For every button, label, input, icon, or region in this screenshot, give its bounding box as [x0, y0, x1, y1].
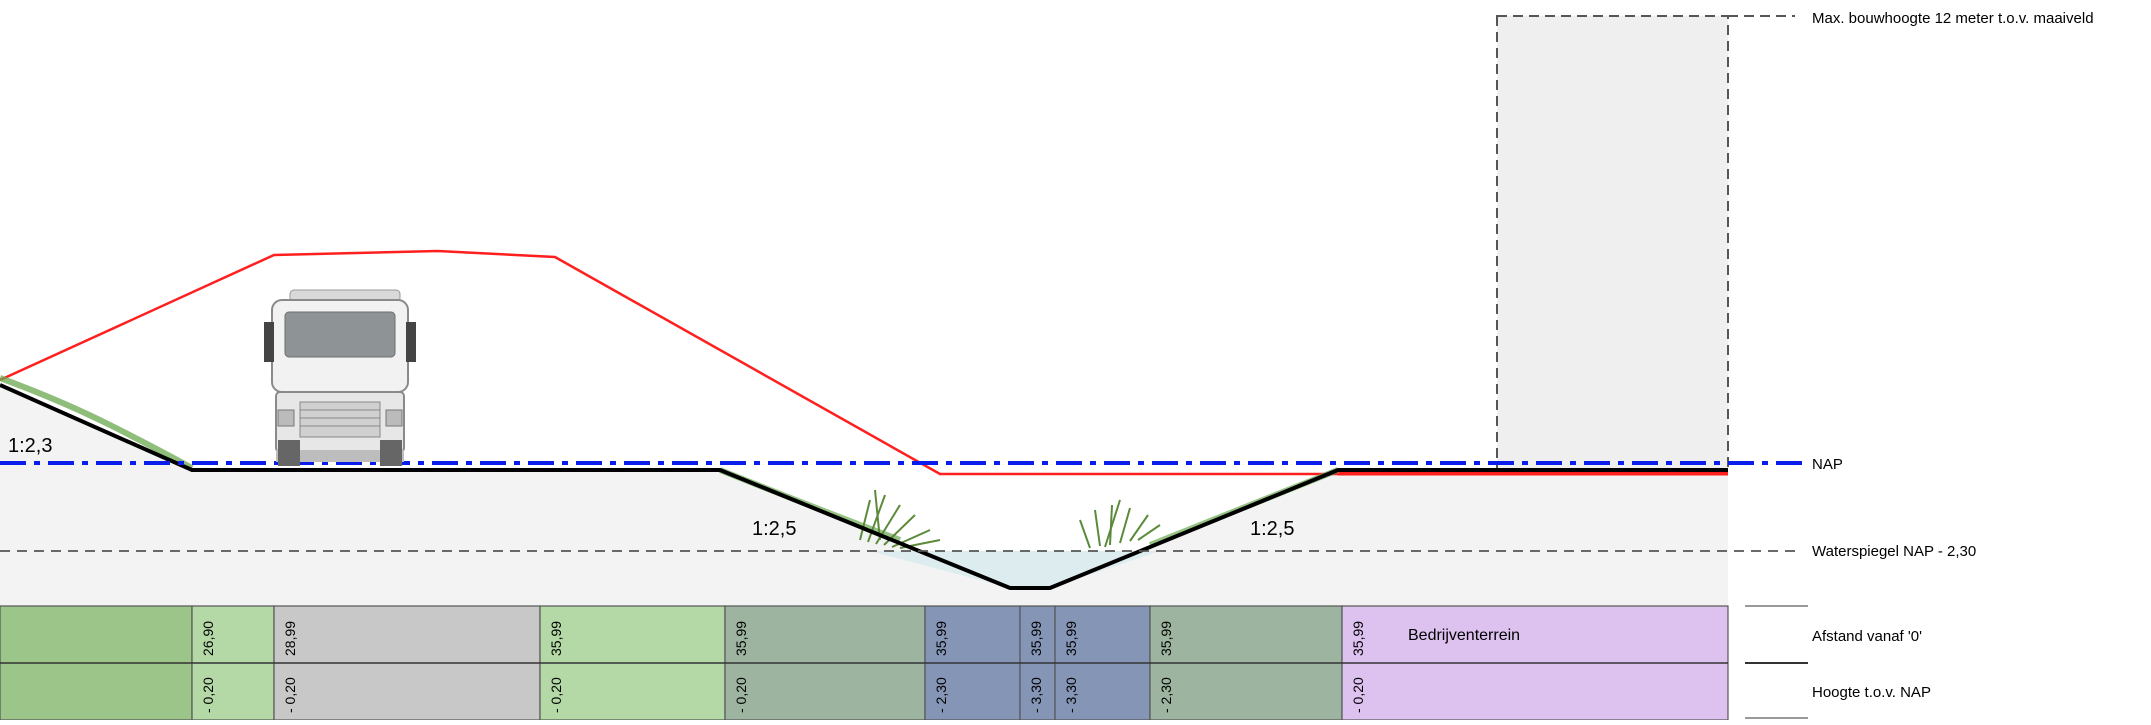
- slope-label-left: 1:2,3: [8, 435, 52, 457]
- max-height-label: Max. bouwhoogte 12 meter t.o.v. maaiveld: [1812, 10, 2094, 27]
- zone-values: 26,90 - 0,20 28,99 - 0,20 35,99 - 0,20 35,99 - …: [200, 621, 1366, 713]
- hoogte-value-0: - 0,20: [200, 677, 216, 713]
- hoogte-value-2: - 0,20: [548, 677, 564, 713]
- afstand-value-0: 26,90: [200, 621, 216, 656]
- afstand-value-2: 35,99: [548, 621, 564, 656]
- hoogte-value-6: - 3,30: [1063, 677, 1079, 713]
- hoogte-value-4: - 2,30: [933, 677, 949, 713]
- bedrijventerrein-label: Bedrijventerrein: [1408, 627, 1520, 644]
- waterspiegel-label: Waterspiegel NAP - 2,30: [1812, 543, 1976, 560]
- red-profile-line: [0, 249, 1338, 476]
- truck-illustration: [264, 289, 416, 466]
- hoogte-label: Hoogte t.o.v. NAP: [1812, 684, 1931, 701]
- building-envelope: [1496, 15, 1729, 471]
- afstand-value-7: 35,99: [1158, 621, 1174, 656]
- hoogte-value-7: - 2,30: [1158, 677, 1174, 713]
- zone-table: [0, 605, 1729, 721]
- afstand-value-8: 35,99: [1350, 621, 1366, 656]
- afstand-value-1: 28,99: [282, 621, 298, 656]
- grass-left-slope: [0, 375, 194, 471]
- hoogte-value-1: - 0,20: [282, 677, 298, 713]
- afstand-value-4: 35,99: [933, 621, 949, 656]
- hoogte-value-3: - 0,20: [733, 677, 749, 713]
- slope-label-right: 1:2,5: [1250, 518, 1294, 540]
- reeds-right: [1079, 499, 1161, 549]
- ground-fill: [0, 385, 1728, 606]
- nap-label: NAP: [1812, 456, 1843, 473]
- afstand-label: Afstand vanaf '0': [1812, 628, 1922, 645]
- afstand-value-6: 35,99: [1063, 621, 1079, 656]
- hoogte-value-5: - 3,30: [1028, 677, 1044, 713]
- afstand-value-3: 35,99: [733, 621, 749, 656]
- ground-profile: [0, 383, 1728, 590]
- slope-label-middle: 1:2,5: [752, 518, 796, 540]
- hoogte-value-8: - 0,20: [1350, 677, 1366, 713]
- afstand-value-5: 35,99: [1028, 621, 1044, 656]
